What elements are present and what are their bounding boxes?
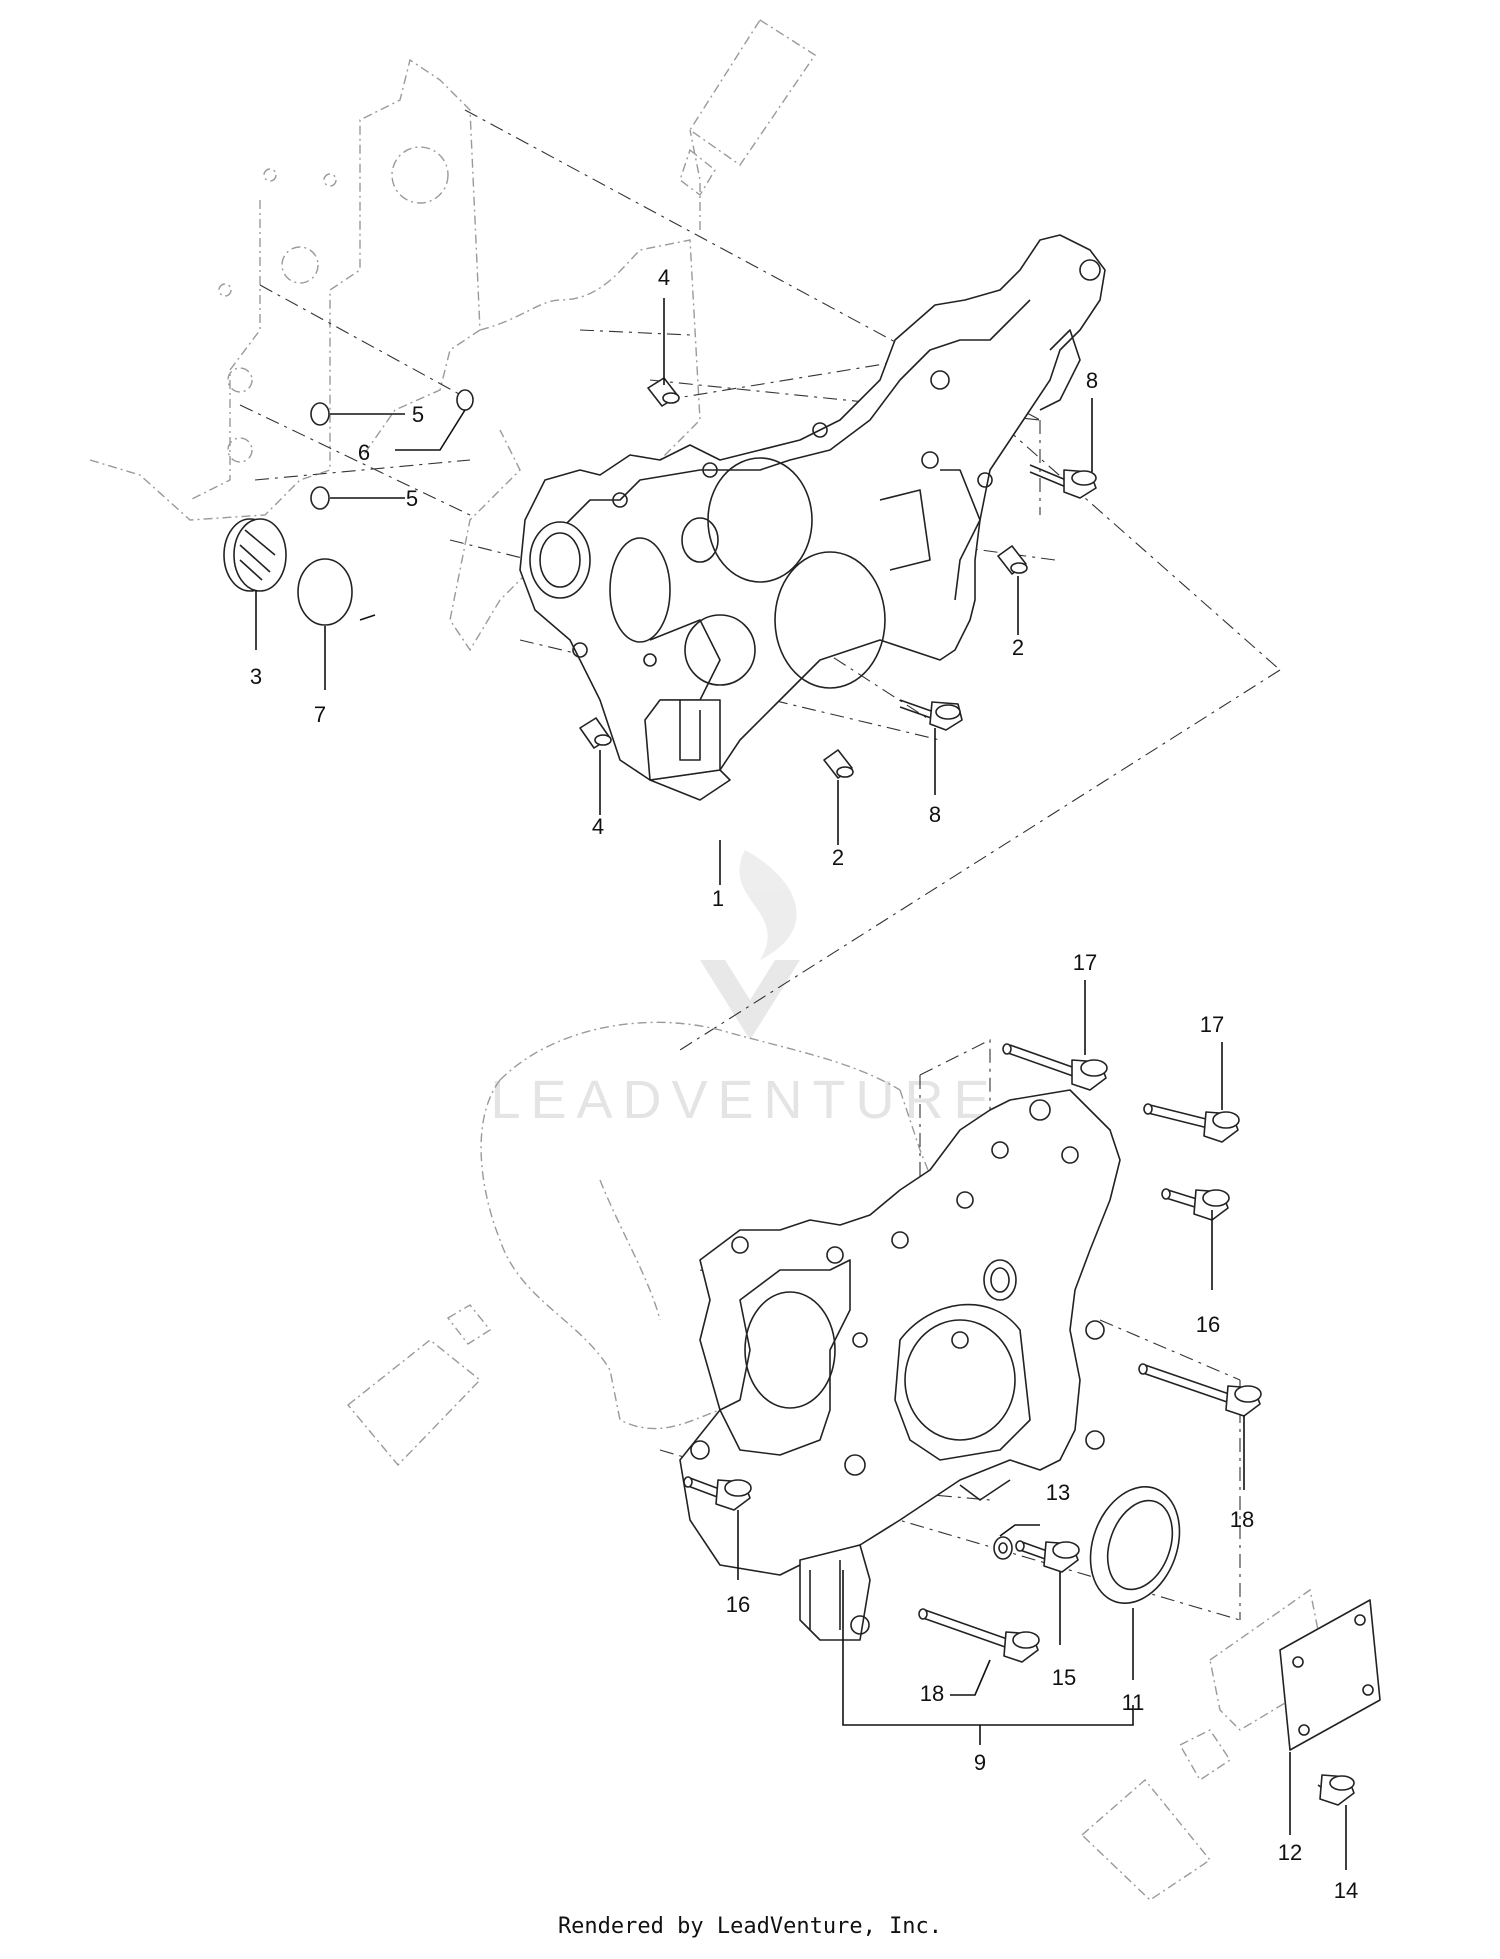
callout-18-bottom: 18 xyxy=(920,1681,944,1706)
bolt-16-left[interactable] xyxy=(683,1476,752,1511)
o-ring-6[interactable] xyxy=(456,389,474,411)
callout-4-top: 4 xyxy=(658,265,670,290)
watermark-text: LEADVENTURE xyxy=(490,1070,999,1130)
sealant-tube-top xyxy=(679,19,816,197)
bolt-17-upper[interactable] xyxy=(1002,1043,1108,1091)
bolt-17-lower[interactable] xyxy=(1143,1103,1240,1143)
callout-4-bottom: 4 xyxy=(592,814,604,839)
callout-5-lower: 5 xyxy=(406,486,418,511)
callout-6: 6 xyxy=(358,440,370,465)
filler-cap-3[interactable] xyxy=(223,518,287,592)
callout-17-lower: 17 xyxy=(1200,1012,1224,1037)
callout-2-bottom: 2 xyxy=(832,845,844,870)
bolt-18-bottom[interactable] xyxy=(918,1608,1040,1663)
ghost-gasket-outline xyxy=(1209,1588,1321,1731)
bolt-15[interactable] xyxy=(1015,1540,1080,1573)
cover-plate-12[interactable] xyxy=(1279,1599,1381,1751)
o-ring-5-upper[interactable] xyxy=(310,402,330,426)
dowel-pin-2-right[interactable] xyxy=(997,545,1028,575)
footer-credit: Rendered by LeadVenture, Inc. xyxy=(557,1914,943,1939)
callout-13: 13 xyxy=(1046,1480,1070,1505)
callout-8-top: 8 xyxy=(1086,368,1098,393)
bolt-8-bottom[interactable] xyxy=(899,699,963,731)
sealant-tube-left xyxy=(347,1304,492,1467)
leader-lines-upper xyxy=(255,298,1093,885)
callout-11: 11 xyxy=(1122,1690,1145,1715)
callout-5-upper: 5 xyxy=(412,402,424,427)
washer-13[interactable] xyxy=(993,1536,1013,1560)
bolt-16-right[interactable] xyxy=(1161,1188,1230,1221)
callout-14: 14 xyxy=(1334,1878,1358,1903)
dowel-pin-4-top[interactable] xyxy=(647,377,680,407)
leadventure-watermark-logo: LEADVENTURE xyxy=(490,850,999,1130)
front-cover-assembly[interactable] xyxy=(679,1089,1121,1641)
o-ring-5-lower[interactable] xyxy=(310,486,330,510)
callout-8-bottom: 8 xyxy=(929,802,941,827)
bolt-18-right[interactable] xyxy=(1138,1363,1262,1417)
callout-12: 12 xyxy=(1278,1840,1302,1865)
callout-7: 7 xyxy=(314,702,326,727)
sealant-tube-bottom xyxy=(1080,1729,1231,1901)
callout-18-right: 18 xyxy=(1230,1507,1254,1532)
callout-3: 3 xyxy=(250,664,262,689)
callout-17-upper: 17 xyxy=(1073,950,1097,975)
gear-case-housing[interactable] xyxy=(519,234,1106,801)
ghost-engine-block xyxy=(89,58,701,652)
callout-2-right: 2 xyxy=(1012,635,1024,660)
bolt-8-top[interactable] xyxy=(1029,464,1097,499)
plug-7[interactable] xyxy=(297,558,353,626)
callout-1: 1 xyxy=(712,886,724,911)
bolt-14[interactable] xyxy=(1317,1774,1355,1806)
dowel-pin-4-bottom[interactable] xyxy=(579,717,612,749)
dowel-pin-2-bottom[interactable] xyxy=(823,749,854,779)
callout-labels: 4 8 5 6 5 2 3 7 8 4 2 1 17 17 16 18 13 1… xyxy=(250,265,1358,1903)
callout-16-left: 16 xyxy=(726,1592,750,1617)
callout-16-right: 16 xyxy=(1196,1312,1220,1337)
callout-9: 9 xyxy=(974,1750,986,1775)
oil-seal-11[interactable] xyxy=(1075,1474,1195,1615)
leader-lines-lower xyxy=(737,980,1347,1870)
callout-15: 15 xyxy=(1052,1665,1076,1690)
